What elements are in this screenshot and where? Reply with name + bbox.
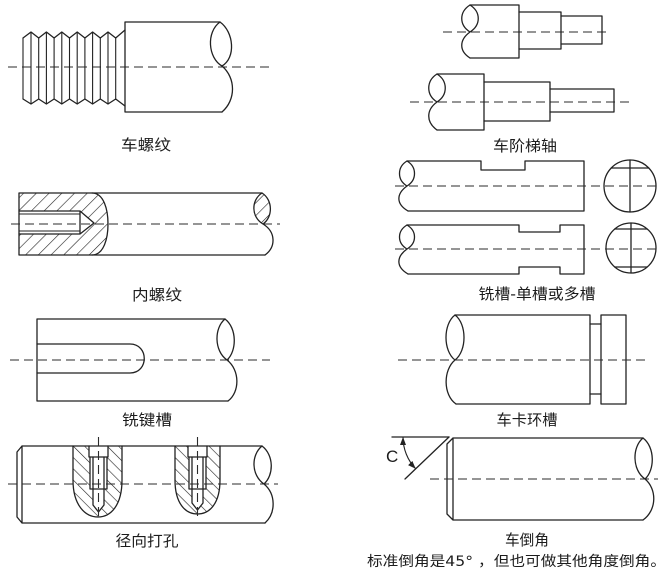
chamfer-angle-dimension: C: [386, 436, 450, 480]
radial-hole-1: [72, 437, 123, 519]
step-middle: [483, 81, 551, 122]
threaded-hole: [18, 210, 95, 235]
figure-label: 车螺纹: [121, 136, 171, 154]
keyway-slot: [36, 343, 145, 374]
figure-label: 内螺纹: [132, 286, 182, 304]
figure-snap-ring-groove: 车卡环槽: [398, 314, 648, 429]
single-slot-view: [395, 159, 658, 213]
end-view-slot-chord: [610, 159, 650, 213]
figure-chamfer: C 车倒角 标准倒角是45° ，但也可做其他角度倒角。: [367, 436, 666, 570]
shaft-break-symbol: [634, 437, 655, 521]
shaft-outline-with-slot: [406, 160, 585, 212]
shaft-break-symbol: [461, 4, 479, 59]
figure-keyway-milling: 铣键槽: [10, 318, 270, 429]
figure-internal-thread: 内螺纹: [11, 192, 280, 304]
figure-label: 车阶梯轴: [493, 137, 557, 155]
stepped-shaft-upper: [443, 4, 610, 59]
figure-radial-drilling: 径向打孔: [8, 437, 278, 550]
shaft-break-symbol: [398, 224, 416, 275]
figure-stepped-shaft: 车阶梯轴: [410, 4, 633, 155]
figure-label: 径向打孔: [116, 532, 179, 550]
shaft-break-symbol: [216, 318, 238, 402]
shaft-break-symbol: [445, 314, 465, 405]
shaft-outline: [16, 445, 266, 524]
groove-bottom-lines: [589, 323, 602, 395]
figure-label: 车卡环槽: [497, 411, 558, 429]
break-hatching: [253, 193, 271, 224]
double-slot-view: [395, 222, 660, 275]
shaft-break-symbol: [428, 73, 446, 131]
step-large: [436, 73, 485, 131]
thread-crest-root-lines: [22, 32, 117, 104]
section-boundary: [72, 445, 123, 518]
radial-hole-2: [174, 437, 221, 519]
section-hatching: [73, 446, 122, 517]
shaft-break-symbol: [398, 160, 416, 212]
end-view-slot-chords: [614, 222, 648, 274]
step-small: [549, 88, 615, 113]
thread-minor-lines: [19, 213, 80, 232]
figure-label: 铣槽-单槽或多槽: [479, 285, 596, 303]
figure-slot-milling: 铣槽-单槽或多槽: [395, 159, 660, 303]
step-middle: [518, 11, 562, 50]
shaft-outline: [124, 21, 223, 113]
shaft-break-symbol: [209, 21, 234, 113]
figure-label: 车倒角: [505, 531, 549, 549]
thread-top-profile: [22, 29, 126, 39]
chamfer-note: 标准倒角是45° ，但也可做其他角度倒角。: [367, 554, 666, 570]
angle-arc-with-arrows: [399, 436, 417, 470]
shaft-outline: [446, 437, 644, 521]
shaft-break-symbol: [253, 445, 274, 524]
shaft-break-symbol: [253, 192, 274, 256]
chamfer-angle-line: [404, 436, 450, 480]
step-small: [560, 15, 603, 45]
shaft-outline: [454, 314, 591, 405]
shaft-outline: [36, 318, 229, 402]
section-hatching: [19, 193, 108, 255]
step-large: [469, 4, 520, 59]
section-hatching: [175, 446, 220, 514]
angle-label: C: [386, 447, 398, 466]
figure-label: 铣键槽: [122, 411, 172, 429]
figure-external-thread: 车螺纹: [8, 21, 270, 154]
thread-bottom-profile: [22, 98, 126, 107]
stepped-shaft-lower: [410, 73, 633, 131]
section-boundary: [91, 192, 109, 256]
